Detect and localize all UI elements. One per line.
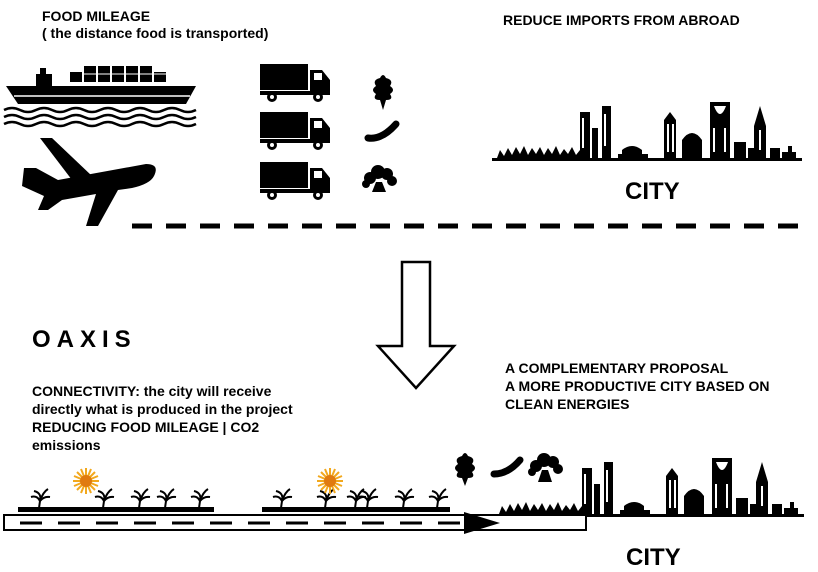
road-arrow-head: [464, 512, 500, 534]
proposal-line-2: A MORE PRODUCTIVE CITY BASED ON: [505, 378, 770, 394]
palm-tree-icon: [272, 488, 293, 509]
palm-tree-icon: [358, 488, 379, 509]
palm-tree-icon: [30, 488, 51, 509]
truck-icon: [260, 112, 330, 150]
palm-tree-icon: [94, 488, 115, 509]
palm-tree-icon: [394, 488, 415, 509]
palm-tree-icon: [130, 488, 151, 509]
cargo-ship-icon: [3, 66, 197, 128]
palm-tree-icon: [156, 488, 177, 509]
sun-icon: [316, 467, 344, 495]
food-mileage-subtitle: ( the distance food is transported): [42, 25, 269, 41]
sun-icon: [72, 467, 100, 495]
reduce-imports-heading: REDUCE IMPORTS FROM ABROAD: [503, 12, 740, 28]
palm-tree-icon: [190, 488, 211, 509]
down-arrow-icon: [375, 260, 457, 390]
proposal-line-3: CLEAN ENERGIES: [505, 396, 630, 412]
connectivity-line-4: emissions: [32, 437, 101, 453]
tree-icon: [373, 75, 393, 110]
cucumber-icon: [364, 120, 400, 142]
palm-tree-icon: [428, 488, 449, 509]
truck-icon: [260, 162, 330, 200]
city-label-top: CITY: [625, 178, 680, 205]
food-mileage-title: FOOD MILEAGE: [42, 8, 151, 24]
cucumber-icon: [490, 456, 524, 478]
truck-icon: [260, 64, 330, 102]
farm-platform: [262, 507, 450, 512]
tree-icon: [455, 453, 475, 486]
broccoli-icon: [528, 453, 563, 482]
city-skyline-icon: [492, 102, 802, 161]
broccoli-icon: [362, 165, 397, 192]
airplane-icon: [22, 138, 156, 226]
connectivity-line-3: REDUCING FOOD MILEAGE | CO2: [32, 419, 260, 435]
farm-platform: [18, 507, 214, 512]
connectivity-line-1: CONNECTIVITY: the city will receive: [32, 383, 272, 399]
oaxis-brand: OAXIS: [32, 326, 137, 353]
city-label-bottom: CITY: [626, 544, 681, 571]
connectivity-line-2: directly what is produced in the project: [32, 401, 293, 417]
proposal-line-1: A COMPLEMENTARY PROPOSAL: [505, 360, 729, 376]
